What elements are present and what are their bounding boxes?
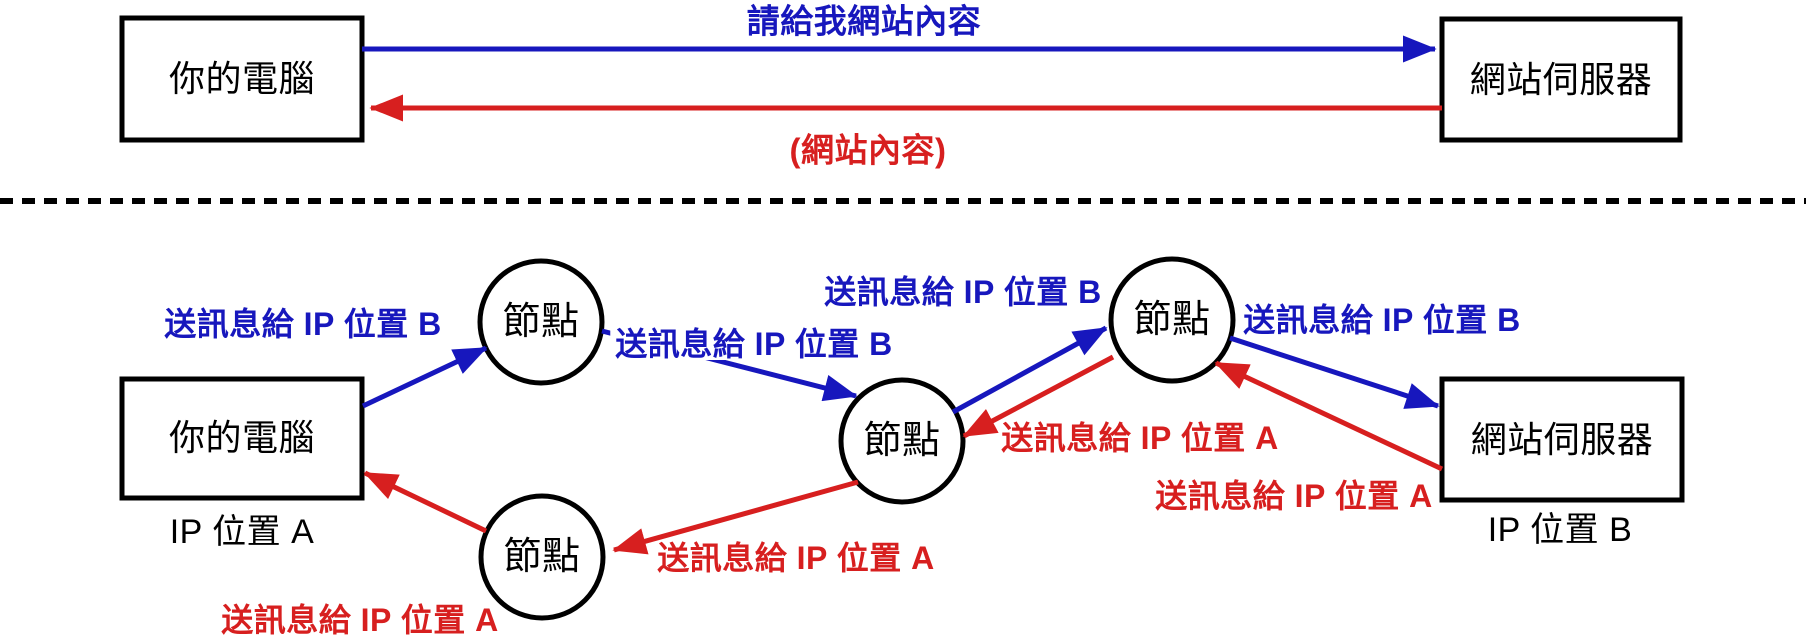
red-arrow-node4-to-client [363,470,488,534]
node-3-label: 節點 [1133,299,1211,341]
send-to-a-label-1: 送訊息給 IP 位置 A [1155,478,1433,514]
send-to-b-label-3: 送訊息給 IP 位置 B [824,274,1102,310]
blue-arrow-client-to-node1 [361,345,488,409]
top-request-label: 請給我網站內容 [746,2,982,40]
top-server-box-label: 網站伺服器 [1469,59,1653,100]
send-to-b-label-4: 送訊息給 IP 位置 B [1243,302,1521,338]
blue-arrow-node2-to-node3 [951,325,1108,415]
bottom-server-box-label: 網站伺服器 [1470,419,1654,460]
send-to-b-label-1: 送訊息給 IP 位置 B [164,306,442,342]
send-to-a-label-2: 送訊息給 IP 位置 A [1001,420,1279,456]
node-circle-1 [477,258,605,386]
top-response-label: (網站內容) [789,131,947,169]
bottom-client-box [119,376,365,501]
send-to-a-label-4: 送訊息給 IP 位置 A [221,602,499,638]
node-circle-4 [478,493,606,621]
node-4-label: 節點 [503,536,581,578]
red-arrow-node3-to-node2 [962,354,1115,439]
top-client-box [119,15,365,143]
bottom-client-box-label: 你的電腦 [168,417,316,458]
top-server-box [1439,16,1683,143]
node-2-label: 節點 [863,420,941,462]
send-to-b-label-2: 送訊息給 IP 位置 B [610,328,898,360]
red-arrow-server-to-node3 [1214,360,1444,472]
blue-arrow-node3-to-server [1229,335,1440,409]
node-circle-2 [838,377,966,505]
server-ip-label: IP 位置 B [1487,511,1633,549]
send-to-a-label-3: 送訊息給 IP 位置 A [657,540,935,576]
client-ip-label: IP 位置 A [169,513,315,551]
top-client-box-label: 你的電腦 [168,58,316,99]
red-arrow-node2-to-node4 [612,479,859,555]
node-1-label: 節點 [502,301,580,343]
node-circle-3 [1108,256,1236,384]
bottom-server-box [1439,376,1685,503]
